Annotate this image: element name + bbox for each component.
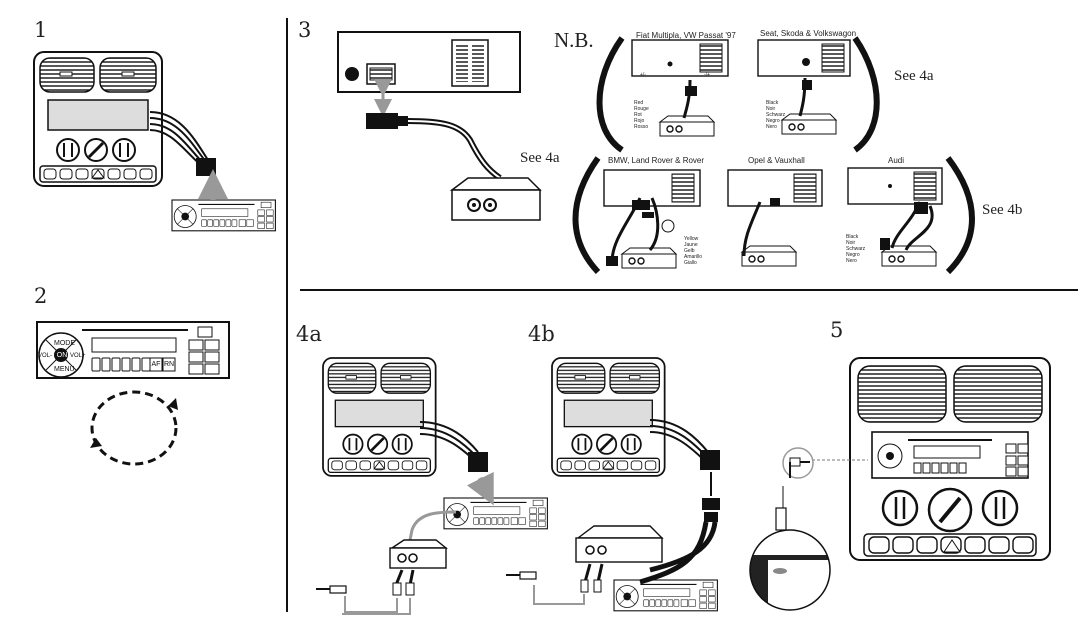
car-dashboard-icon [33,51,163,187]
rn-button-label[interactable]: RN [163,361,175,368]
polarity-pos: +/- [640,72,646,78]
on-button-label[interactable]: ON [56,352,68,359]
head-unit-back [337,31,521,93]
car-label-audi: Audi [888,156,905,165]
car-label-fiat: Fiat Multipla, VW Passat '97 [636,31,736,40]
step-1-label: 1 [34,18,48,42]
step-5-label: 5 [830,318,844,342]
step-3-label: 3 [298,18,312,42]
radio-unit-icon [171,199,276,232]
adapter-box-icon [449,177,542,221]
see-4b-right: See 4b [982,202,1023,218]
step-4b-label: 4b [528,322,555,346]
step-4a-label: 4a [296,322,322,346]
jack-plug-icon [316,585,347,594]
car-dashboard-5 [849,357,1051,561]
radio-faceplate [36,321,230,379]
radio-unit-4a [443,497,548,530]
see-4a-mid: See 4a [520,150,560,166]
polarity-neg: -/+ [704,72,710,78]
variant-opel [727,169,823,267]
vol-minus-label[interactable]: VOL- [38,353,53,359]
variant-seat [757,39,851,135]
car-label-seat: Seat, Skoda & Volkswagon [760,29,857,38]
radio-unit-4b [613,579,718,612]
car-label-opel: Opel & Vauxhall [748,156,805,165]
car-dashboard-4a [322,357,437,477]
rotation-arrows-icon [90,390,178,466]
variant-fiat [631,39,729,137]
mode-button-label[interactable]: MODE [54,340,75,347]
nb-label: N.B. [554,28,594,52]
connector-block [196,158,216,176]
step-2-label: 2 [34,284,48,308]
car-label-bmw: BMW, Land Rover & Rover [608,156,705,165]
menu-button-label[interactable]: MENU [54,366,75,373]
vol-plus-label[interactable]: VOL+ [70,353,86,359]
car-dashboard-4b [551,357,666,477]
see-4a-right: See 4a [894,68,934,84]
af-button-label[interactable]: AF [151,361,161,368]
